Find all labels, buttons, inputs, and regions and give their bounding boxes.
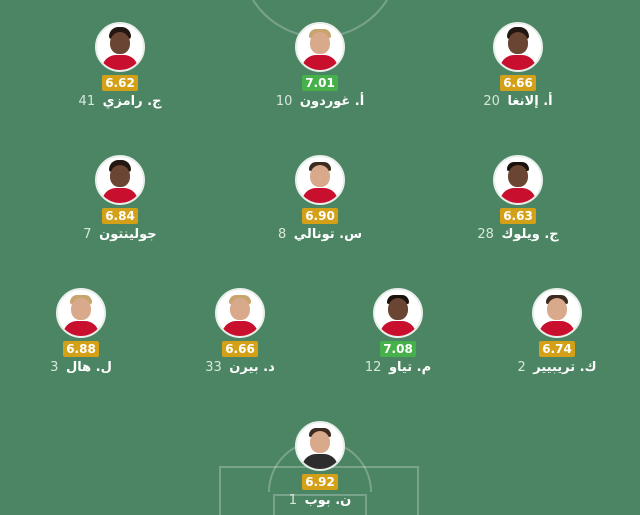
goal-box (273, 494, 367, 515)
player-number: 10 (275, 94, 293, 109)
rating-badge: 6.92 (302, 474, 338, 490)
player-photo[interactable] (493, 22, 543, 72)
player-photo[interactable] (295, 421, 345, 471)
player-number: 1 (288, 493, 298, 508)
player-name: ج. رامزي 41 (30, 94, 210, 109)
player-name-text: م. تياو (388, 360, 432, 375)
player-name: ك. تريبيير 2 (467, 360, 640, 375)
player-number: 20 (483, 94, 500, 109)
player-name: م. تياو 12 (308, 360, 488, 375)
player-name: د. بيرن 33 (150, 360, 330, 375)
player-name-text: أ. غوردون (299, 94, 365, 109)
player-thiaw[interactable]: 7.08 م. تياو 12 (308, 288, 488, 375)
player-name-text: ج. رامزي (102, 94, 162, 109)
player-name: ن. بوب 1 (230, 493, 410, 508)
player-pope[interactable]: 6.92 ن. بوب 1 (230, 421, 410, 508)
rating-badge: 6.66 (500, 75, 536, 91)
player-burn[interactable]: 6.66 د. بيرن 33 (150, 288, 330, 375)
player-number: 7 (83, 227, 92, 242)
player-name: ج. ويلوك 28 (428, 227, 608, 242)
rating-badge: 7.01 (302, 75, 338, 91)
player-photo[interactable] (493, 155, 543, 205)
player-name: س. تونالي 8 (230, 227, 410, 242)
player-photo[interactable] (95, 22, 145, 72)
rating-badge: 6.88 (63, 341, 99, 357)
player-name-text: ن. بوب (304, 493, 352, 508)
player-photo[interactable] (215, 288, 265, 338)
rating-badge: 6.84 (102, 208, 138, 224)
player-name-text: ك. تريبيير (533, 360, 597, 375)
player-tonali[interactable]: 6.90 س. تونالي 8 (230, 155, 410, 242)
rating-badge: 6.90 (302, 208, 338, 224)
player-name-text: جولينتون (99, 227, 157, 242)
player-joelinton[interactable]: 6.84 جولينتون 7 (30, 155, 210, 242)
player-hall[interactable]: 6.88 ل. هال 3 (0, 288, 171, 375)
player-name-text: س. تونالي (293, 227, 363, 242)
player-name-text: أ. إلانغا (507, 94, 553, 109)
player-photo[interactable] (56, 288, 106, 338)
player-number: 2 (517, 360, 526, 375)
player-name: أ. إلانغا 20 (428, 94, 608, 109)
player-photo[interactable] (373, 288, 423, 338)
player-elanga[interactable]: 6.66 أ. إلانغا 20 (428, 22, 608, 109)
player-number: 12 (364, 360, 382, 375)
player-photo[interactable] (295, 155, 345, 205)
player-name: جولينتون 7 (30, 227, 210, 242)
rating-badge: 6.63 (500, 208, 536, 224)
player-willock[interactable]: 6.63 ج. ويلوك 28 (428, 155, 608, 242)
rating-badge: 6.66 (222, 341, 258, 357)
player-photo[interactable] (95, 155, 145, 205)
player-name-text: د. بيرن (229, 360, 275, 375)
player-ramzi[interactable]: 6.62 ج. رامزي 41 (30, 22, 210, 109)
player-gordon[interactable]: 7.01 أ. غوردون 10 (230, 22, 410, 109)
player-number: 3 (50, 360, 59, 375)
player-name: ل. هال 3 (0, 360, 171, 375)
player-name-text: ل. هال (65, 360, 112, 375)
player-trippier[interactable]: 6.74 ك. تريبيير 2 (467, 288, 640, 375)
player-number: 41 (78, 94, 96, 109)
player-photo[interactable] (532, 288, 582, 338)
player-photo[interactable] (295, 22, 345, 72)
player-name: أ. غوردون 10 (230, 94, 410, 109)
player-name-text: ج. ويلوك (501, 227, 559, 242)
player-number: 8 (277, 227, 287, 242)
rating-badge: 6.62 (102, 75, 138, 91)
rating-badge: 7.08 (380, 341, 416, 357)
rating-badge: 6.74 (539, 341, 575, 357)
player-number: 33 (205, 360, 222, 375)
player-number: 28 (477, 227, 494, 242)
